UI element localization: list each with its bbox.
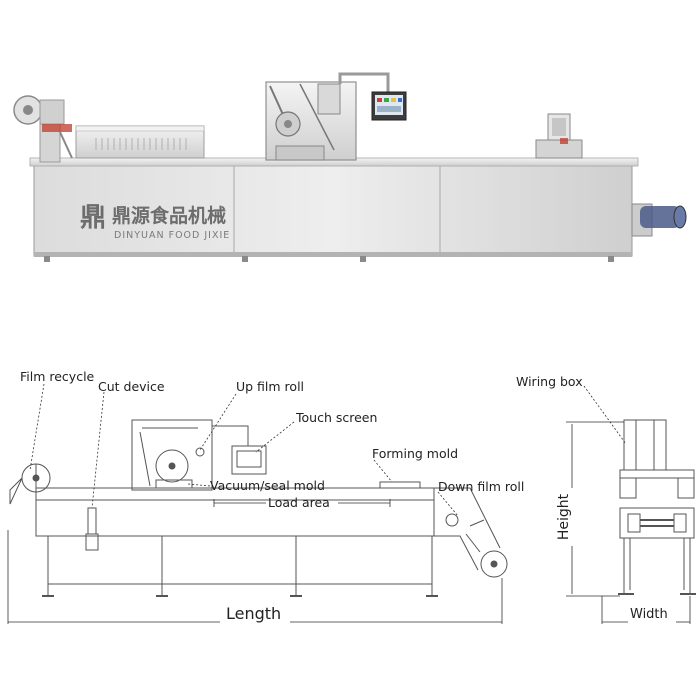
photo-touch-screen	[371, 91, 407, 121]
machine-foot	[608, 256, 614, 262]
side-upper-station	[131, 419, 213, 491]
brand-logo: 鼎	[80, 203, 106, 233]
side-frame	[35, 487, 435, 537]
label-down-film-roll: Down film roll	[438, 479, 524, 494]
machine-foot	[242, 256, 248, 262]
photo-forming-box	[75, 125, 205, 159]
screen-key	[391, 98, 396, 102]
photo-seal-station	[535, 113, 583, 159]
machine-foot	[44, 256, 50, 262]
label-width: Width	[630, 607, 668, 622]
label-wiring-box: Wiring box	[516, 374, 583, 389]
label-length: Length	[226, 604, 281, 623]
side-forming-mold	[379, 481, 421, 489]
side-drive-wheel	[445, 513, 459, 527]
end-view-drawing	[618, 419, 696, 595]
screen-key	[384, 98, 389, 102]
photo-film-recycle	[13, 95, 73, 163]
label-height: Height	[556, 493, 572, 540]
screen-key	[377, 98, 382, 102]
side-cut-device	[87, 507, 97, 535]
label-vacuum-seal-mold: Vacuum/seal mold	[210, 478, 325, 493]
label-up-film-roll: Up film roll	[236, 379, 304, 394]
photo-down-film-roll	[631, 203, 687, 237]
screen-key	[398, 98, 402, 102]
brand-chinese-name: 鼎源食品机械	[112, 204, 226, 227]
length-dimension	[7, 530, 503, 624]
machine-photo: 鼎 鼎源食品机械 DINYUAN FOOD JIXIE	[13, 72, 687, 262]
machine-base	[34, 252, 632, 257]
machine-body	[33, 163, 633, 257]
machine-foot	[360, 256, 366, 262]
side-touch-screen	[231, 445, 267, 475]
brand-english-name: DINYUAN FOOD JIXIE	[114, 230, 230, 241]
side-up-film-roll	[155, 449, 189, 483]
height-dimension	[566, 421, 624, 597]
wiring-box-leader	[583, 385, 627, 445]
label-film-recycle: Film recycle	[20, 369, 95, 384]
width-dimension	[601, 596, 691, 624]
side-down-film-roll	[480, 550, 508, 578]
label-touch-screen: Touch screen	[295, 410, 377, 425]
brand-mark: 鼎	[80, 203, 106, 233]
label-forming-mold: Forming mold	[372, 446, 458, 461]
side-view-drawing	[9, 419, 508, 597]
label-cut-device: Cut device	[98, 379, 165, 394]
side-view-leaders	[29, 383, 459, 517]
photo-upper-frame	[265, 72, 390, 161]
label-load-area: Load area	[268, 495, 330, 510]
load-area-dimension	[213, 499, 391, 507]
